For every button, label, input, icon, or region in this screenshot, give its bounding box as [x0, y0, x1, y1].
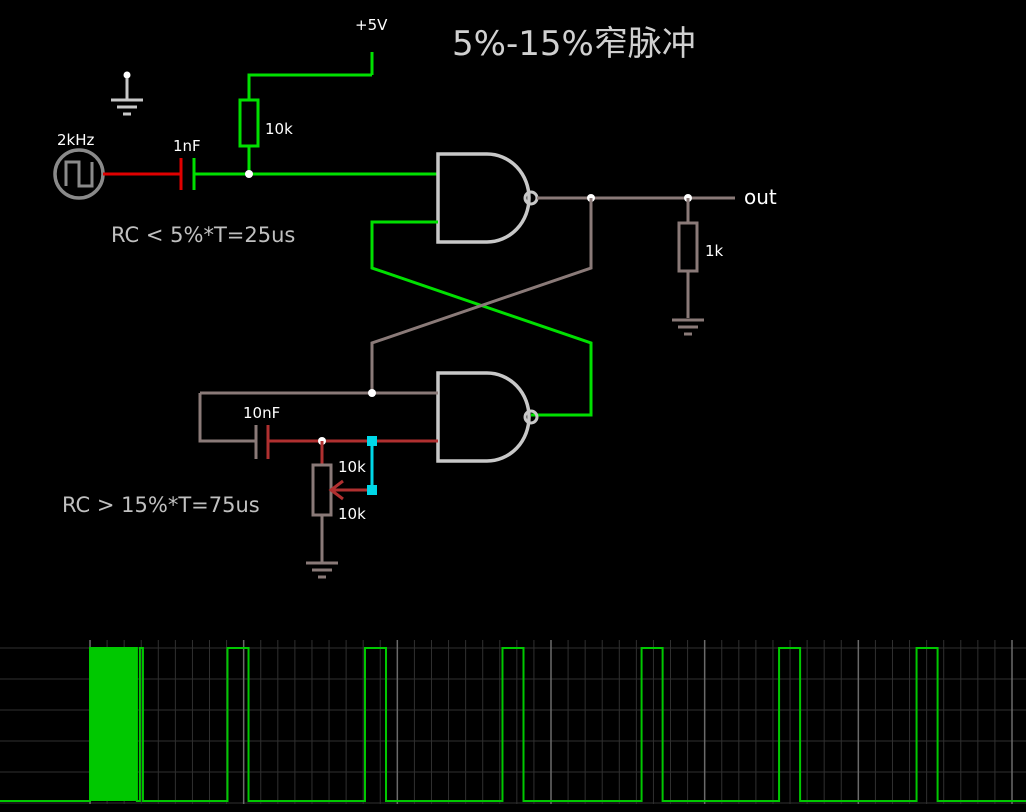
capacitor-input-label: 1nF	[173, 137, 201, 155]
resistor-pullup[interactable]	[238, 98, 260, 148]
resistor-pullup-label: 10k	[265, 120, 293, 138]
nand-gate-bottom[interactable]	[436, 371, 539, 463]
capacitor-feedback-label: 10nF	[243, 404, 280, 422]
feedback-wire-high[interactable]	[370, 220, 593, 417]
feedback-wire-low[interactable]	[370, 198, 593, 393]
resistor-load[interactable]	[677, 221, 699, 273]
capacitor-input[interactable]	[179, 158, 196, 190]
supply-wire[interactable]	[247, 52, 374, 100]
pot-bottom-label: 10k	[338, 505, 366, 523]
square-wave-source[interactable]	[53, 148, 105, 200]
source-label: 2kHz	[57, 131, 95, 149]
page-title: 5%-15%窄脉冲	[452, 24, 696, 64]
oscilloscope-panel[interactable]	[0, 640, 1026, 804]
pot-top-label: 10k	[338, 458, 366, 476]
ground-symbol-load	[672, 318, 704, 336]
junction-trigger	[245, 170, 253, 178]
note-rc-high: RC > 15%*T=75us	[62, 493, 260, 517]
probe-wire[interactable]	[367, 436, 377, 495]
ground-symbol-pot	[306, 561, 338, 579]
pot-wiper-arrow[interactable]	[328, 479, 372, 501]
trace-line	[0, 647, 1026, 802]
output-label: out	[744, 185, 777, 209]
trace-burst	[90, 648, 137, 801]
ground-symbol-top	[111, 71, 143, 116]
note-rc-low: RC < 5%*T=25us	[111, 223, 295, 247]
nand-gate-top[interactable]	[436, 152, 539, 244]
resistor-load-label: 1k	[705, 242, 724, 260]
supply-label: +5V	[355, 16, 388, 34]
capacitor-feedback[interactable]	[254, 425, 270, 459]
junction-bottom-input	[368, 389, 376, 397]
cap-feedback-wire[interactable]	[198, 393, 256, 443]
scope-trace	[0, 647, 1026, 802]
scope-grid	[0, 640, 1026, 804]
potentiometer[interactable]	[311, 463, 333, 517]
